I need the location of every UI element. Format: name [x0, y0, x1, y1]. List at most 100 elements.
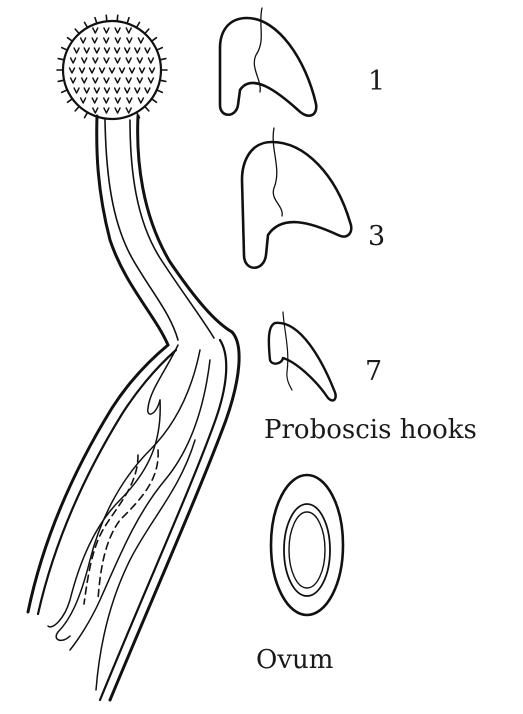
proboscis-spine: [92, 38, 97, 43]
neck-outline-left: [97, 116, 168, 345]
proboscis-spine: [81, 38, 86, 43]
proboscis-spine: [92, 98, 97, 103]
proboscis-spine: [94, 88, 99, 93]
body-wall-right-inner: [100, 340, 226, 700]
proboscis-rim-spine: [106, 15, 107, 21]
proboscis-spine: [74, 48, 79, 53]
proboscis-spine: [150, 68, 155, 73]
proboscis-spine: [104, 58, 109, 63]
ovum: [271, 475, 343, 615]
proboscis-spine: [137, 78, 142, 83]
proboscis-spine: [126, 78, 131, 83]
body-wall-left-inner: [38, 350, 176, 614]
proboscis-rim-spine: [145, 29, 149, 33]
proboscis-spine: [127, 98, 132, 103]
proboscis-spine: [104, 108, 109, 113]
proboscis-spine: [71, 58, 76, 63]
proboscis-rim-spine: [137, 22, 140, 27]
proboscis-rim-spine: [85, 112, 88, 117]
proboscis-spine: [135, 48, 140, 53]
dashed-duct-2: [84, 455, 138, 604]
proboscis-spine: [104, 48, 109, 53]
proboscis-spine: [104, 78, 109, 83]
proboscis-spine: [125, 88, 130, 93]
internal-organ-1: [148, 345, 178, 414]
proboscis-spine: [94, 48, 99, 53]
proboscis-spine: [148, 58, 153, 63]
proboscis-bulb: [63, 21, 161, 119]
ovum-middle-shell: [284, 504, 330, 596]
hook-1-label: 1: [368, 66, 385, 97]
proboscis-rim-spine: [62, 90, 67, 92]
proboscis-spine: [93, 108, 98, 113]
proboscis-hooks-caption: Proboscis hooks: [264, 415, 477, 445]
proboscis-spine: [115, 38, 120, 43]
body-wall-right-outer: [110, 332, 239, 700]
proboscis-spine: [130, 68, 135, 73]
proboscis-spine: [137, 58, 142, 63]
proboscis-rim-spine: [145, 106, 149, 110]
proboscis-spine: [100, 68, 105, 73]
proboscis-spine: [127, 38, 132, 43]
proboscis-spine: [126, 108, 131, 113]
proboscis-spine: [70, 68, 75, 73]
proboscis-rim-spine: [85, 22, 88, 27]
proboscis-rim-spine: [75, 29, 79, 33]
proboscis-spine: [82, 58, 87, 63]
hook-3-label: 3: [368, 221, 385, 252]
proboscis-spines: [57, 15, 167, 117]
proboscis-rim-spine: [62, 48, 67, 50]
proboscis-spine: [104, 88, 109, 93]
proboscis-spine: [135, 88, 140, 93]
proboscis-spine: [80, 68, 85, 73]
proboscis-rim-spine: [152, 99, 157, 103]
proboscis-spine: [71, 78, 76, 83]
proboscis-spine: [115, 58, 120, 63]
internal-organ-5: [96, 440, 195, 690]
proboscis-spine: [115, 98, 120, 103]
proboscis-spine: [126, 58, 131, 63]
worm-body: [28, 116, 239, 700]
proboscis-spine: [90, 68, 95, 73]
proboscis-spine: [138, 98, 143, 103]
proboscis-spine: [74, 88, 79, 93]
proboscis-spine: [104, 98, 109, 103]
proboscis-spine: [104, 38, 109, 43]
proboscis-spine: [145, 48, 150, 53]
internal-organ-4: [48, 400, 160, 627]
proboscis-rim-spine: [75, 106, 79, 110]
proboscis-spine: [93, 58, 98, 63]
proboscis-spine: [115, 28, 120, 33]
proboscis-spine: [148, 78, 153, 83]
proboscis-spine: [115, 108, 120, 113]
proboscis: [57, 15, 167, 119]
proboscis-spine: [82, 78, 87, 83]
ovum-caption: Ovum: [256, 645, 333, 675]
proboscis-spine: [125, 48, 130, 53]
neck-inner-1: [105, 120, 178, 340]
proboscis-spine: [84, 88, 89, 93]
proboscis-rim-spine: [157, 48, 162, 50]
neck-outline-right: [138, 116, 232, 332]
hook-7-label: 7: [365, 356, 382, 387]
proboscis-rim-spine: [127, 18, 129, 24]
proboscis-spine: [115, 78, 120, 83]
proboscis-spine: [145, 88, 150, 93]
proboscis-rim-spine: [68, 99, 73, 103]
proboscis-spine: [138, 38, 143, 43]
ovum-outer-shell: [271, 475, 343, 615]
proboscis-spine: [115, 88, 120, 93]
hook-1: [220, 8, 316, 116]
dashed-duct-1: [98, 450, 158, 600]
hook-7: [269, 312, 336, 400]
proboscis-rim-spine: [68, 38, 73, 42]
ovum-inner-shell: [289, 512, 325, 588]
proboscis-rim-spine: [95, 18, 97, 24]
proboscis-rim-spine: [152, 38, 157, 42]
proboscis-spine: [110, 68, 115, 73]
proboscis-spine: [120, 68, 125, 73]
proboscis-spine: [140, 68, 145, 73]
proboscis-spine: [93, 28, 98, 33]
